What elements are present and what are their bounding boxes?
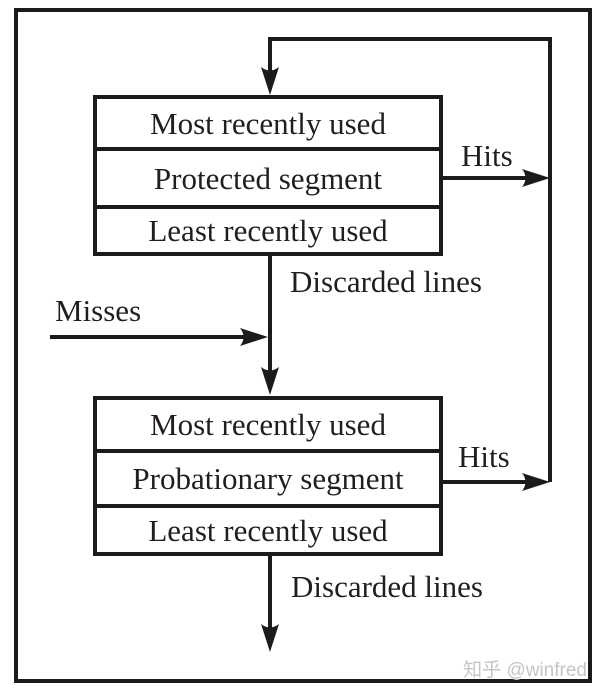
protected-segment-box: Most recently used Protected segment Lea…	[93, 95, 443, 256]
probationary-segment-box: Most recently used Probationary segment …	[93, 396, 443, 556]
probationary-mru-row: Most recently used	[150, 407, 386, 442]
arrowhead-down-icon	[261, 624, 279, 652]
arrowhead-right-icon	[522, 169, 550, 187]
protected-mru-row: Most recently used	[150, 105, 386, 141]
misses-label: Misses	[55, 293, 142, 328]
arrowhead-down-icon	[261, 67, 279, 95]
protected-lru-row: Least recently used	[97, 205, 439, 252]
arrowhead-right-icon	[522, 473, 550, 491]
probationary-segment-row: Probationary segment	[97, 449, 439, 504]
discarded-lines-label-bottom: Discarded lines	[291, 569, 483, 604]
protected-segment-row: Protected segment	[97, 147, 439, 205]
discarded-lines-label-top: Discarded lines	[290, 264, 482, 299]
hits-label-top: Hits	[461, 138, 513, 173]
arrowhead-right-icon	[240, 328, 268, 346]
arrowhead-down-icon	[261, 367, 279, 395]
diagram-outer-border	[14, 8, 592, 683]
probationary-lru-row: Least recently used	[97, 504, 439, 552]
watermark: 知乎 @winfred	[463, 660, 587, 681]
hits-feedback-loop-line	[268, 37, 552, 482]
hits-label-bottom: Hits	[458, 439, 510, 474]
